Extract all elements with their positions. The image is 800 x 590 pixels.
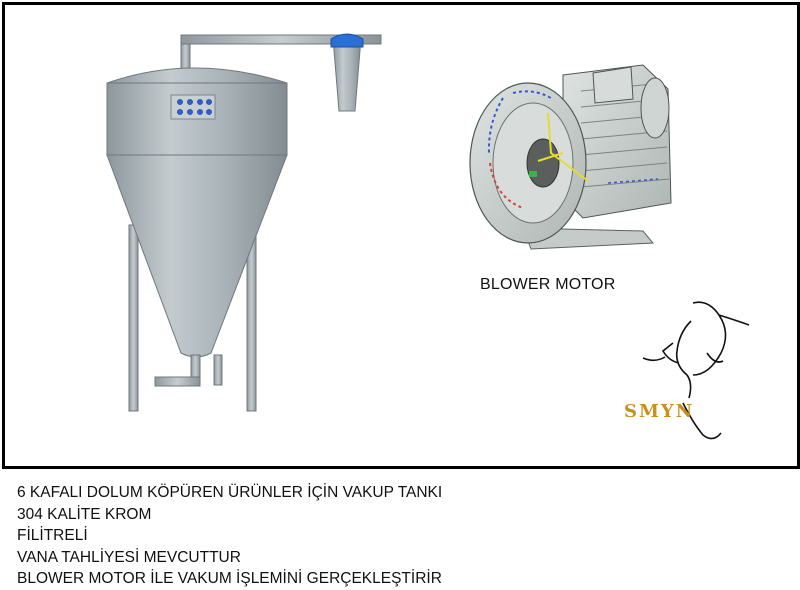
top-pipe — [180, 34, 382, 45]
filter-unit — [330, 33, 364, 112]
caption-line: 304 KALİTE KROM — [17, 505, 152, 523]
drain-pipe-horizontal — [154, 376, 201, 387]
diagram-canvas — [106, 33, 750, 440]
tank-leg-left — [128, 224, 139, 412]
blower-motor-label: BLOWER MOTOR — [480, 276, 616, 293]
tank-roof — [106, 67, 288, 86]
caption-list: 6 KAFALI DOLUM KÖPÜREN ÜRÜNLER İÇİN VAKU… — [17, 482, 442, 590]
filling-heads-badge — [170, 94, 216, 120]
caption-line: VANA TAHLİYESİ MEVCUTTUR — [17, 548, 241, 566]
caption-line: 6 KAFALI DOLUM KÖPÜREN ÜRÜNLER İÇİN VAKU… — [17, 484, 443, 501]
filter-cap — [330, 33, 364, 48]
smyn-logo — [642, 301, 750, 440]
logo-text: SMYN — [624, 401, 695, 422]
caption-line: FİLİTRELİ — [17, 527, 88, 544]
caption-line: BLOWER MOTOR İLE VAKUM İŞLEMİNİ GERÇEKLE… — [17, 570, 442, 587]
drain-valve — [213, 354, 223, 386]
vacuum-tank — [106, 33, 382, 412]
diagram-frame: BLOWER MOTOR SMYN — [2, 2, 800, 469]
blower-motor-illustration — [469, 64, 672, 250]
